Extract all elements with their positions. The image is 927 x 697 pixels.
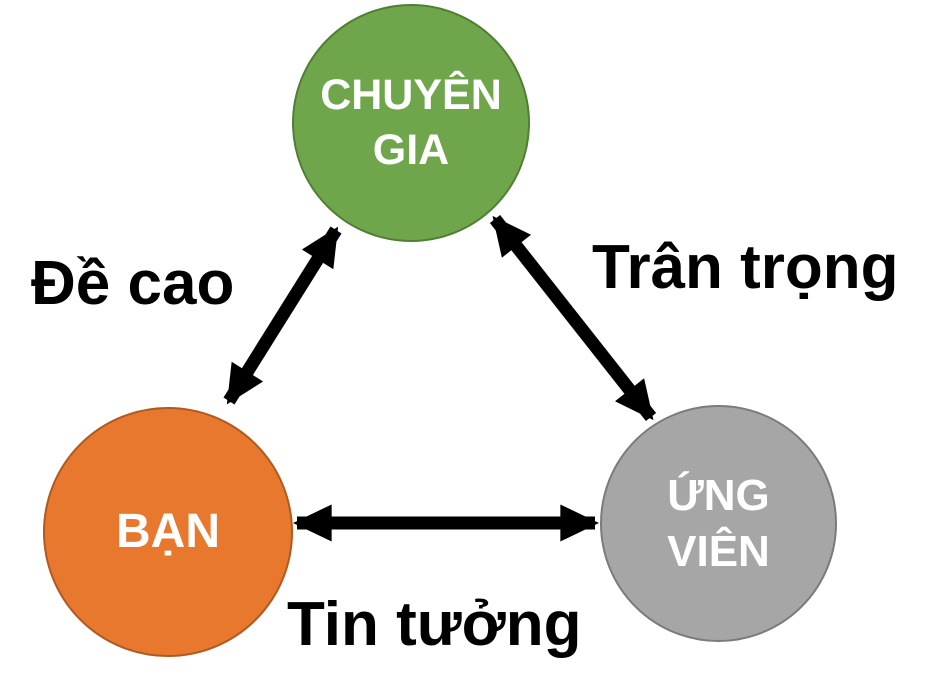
node-chuyen-gia-label-line1: CHUYÊN bbox=[320, 71, 502, 120]
edge-label-tin-tuong: Tin tưởng bbox=[287, 590, 582, 659]
edge-label-de-cao: Đề cao bbox=[31, 249, 235, 318]
node-chuyen-gia-label-line2: GIA bbox=[372, 126, 450, 174]
node-ban-label: BẠN bbox=[116, 504, 220, 558]
node-chuyen-gia: CHUYÊN GIA bbox=[292, 4, 530, 242]
node-ban: BẠN bbox=[43, 407, 293, 657]
node-ung-vien-label-line1: ỨNG bbox=[667, 470, 770, 520]
edge-label-tran-trong: Trân trọng bbox=[592, 233, 899, 302]
node-ung-vien: ỨNG VIÊN bbox=[600, 405, 837, 642]
double-arrow-ban-chuyengia bbox=[223, 226, 342, 405]
node-ung-vien-label-line2: VIÊN bbox=[667, 526, 770, 576]
